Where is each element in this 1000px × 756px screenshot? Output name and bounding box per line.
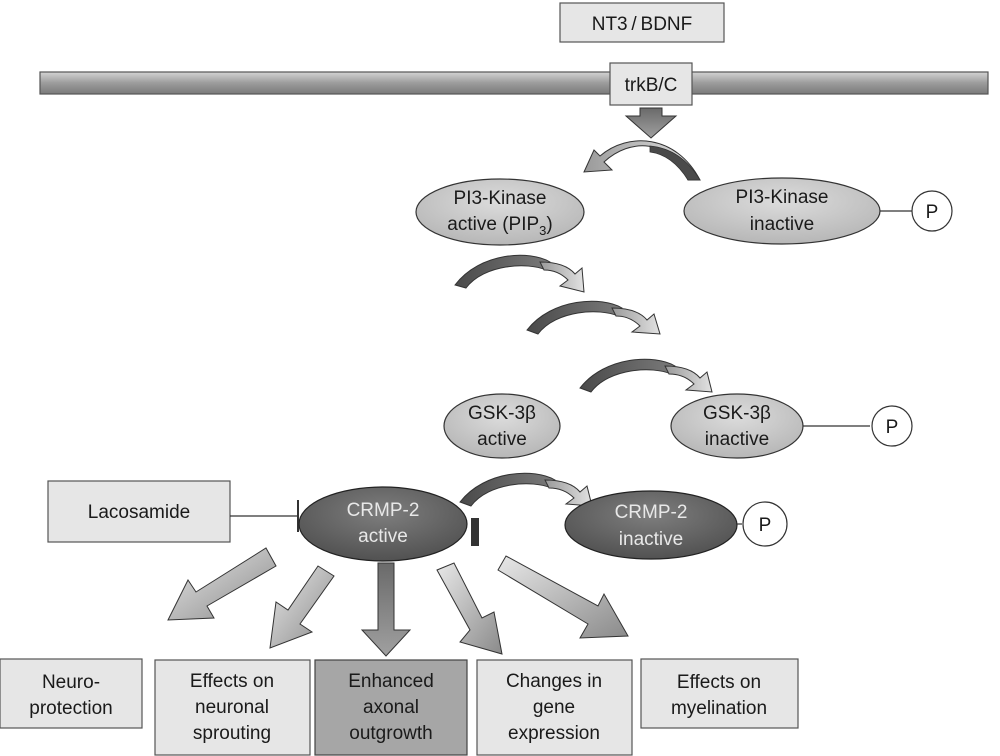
outcome-myelination: Effects on myelination: [640, 658, 799, 729]
crmp-inactivation-arc: [459, 472, 593, 507]
gsk-active-node: [443, 393, 561, 459]
outcome-myelination-line2: myelination: [671, 698, 767, 719]
pi3k-phospho-label: P: [926, 202, 939, 223]
gsk-inactive-line1: GSK-3β: [703, 403, 771, 424]
outcome-outgrowth: Enhanced axonal outgrowth: [314, 659, 468, 756]
receptor-label: trkB/C: [625, 75, 678, 96]
crmp-inactive-line1: CRMP-2: [615, 502, 688, 523]
outcome-neuroprotection-line2: protection: [29, 698, 112, 719]
cascade-arc-1: [454, 254, 585, 293]
gsk-inactive-line2: inactive: [705, 429, 769, 450]
outcome-sprouting-line1: Effects on: [190, 671, 274, 692]
pi3k-inactive-line2: inactive: [750, 214, 814, 235]
crmp-inactive-node: [564, 490, 738, 560]
crmp-phospho-label: P: [759, 515, 772, 536]
arrow-to-outgrowth: [360, 562, 412, 657]
gsk-phospho-label: P: [886, 417, 899, 438]
gsk-active-line2: active: [477, 429, 527, 450]
lacosamide-label: Lacosamide: [88, 502, 190, 523]
cell-membrane: [39, 71, 989, 95]
pi3k-activation-arc-dark: [649, 145, 701, 181]
arrow-to-neuroprotection: [167, 547, 277, 621]
cascade-arc-2: [526, 300, 661, 335]
gsk-active-line1: GSK-3β: [468, 403, 536, 424]
pi3k-inactive-line1: PI3-Kinase: [736, 187, 829, 208]
arrow-to-gene-expression: [436, 562, 503, 655]
gsk-inactivation-arc: [579, 358, 713, 393]
gsk-phospho-circle: [871, 405, 913, 447]
outcome-gene-expression-line3: expression: [508, 723, 600, 744]
pi3k-active-node: [415, 178, 585, 246]
outcome-outgrowth-line2: axonal: [363, 697, 419, 718]
outcome-sprouting-line2: neuronal: [195, 697, 269, 718]
crmp-phospho-circle: [742, 501, 788, 547]
lacosamide-box: [47, 480, 231, 543]
ligand-box: [559, 2, 725, 43]
receptor-down-arrow: [624, 107, 678, 139]
crmp-active-line1: CRMP-2: [347, 500, 420, 521]
pi3k-active-line2: active (PIP3): [447, 214, 552, 238]
pi3k-phospho-circle: [911, 190, 953, 232]
crmp-active-node: [298, 486, 468, 562]
ligand-label: NT3 / BDNF: [592, 14, 693, 35]
arrow-to-myelination: [497, 555, 629, 639]
outcome-outgrowth-line3: outgrowth: [349, 723, 432, 744]
outcome-arrows: [167, 547, 629, 657]
outcome-gene-expression: Changes in gene expression: [476, 659, 633, 756]
outcome-myelination-line1: Effects on: [677, 672, 761, 693]
outcome-gene-expression-line2: gene: [533, 697, 575, 718]
outcome-neuroprotection: Neuro- protection: [0, 658, 143, 729]
pi3k-active-line1: PI3-Kinase: [454, 188, 547, 209]
receptor-box: [609, 62, 693, 106]
outcome-sprouting: Effects on neuronal sprouting: [154, 659, 311, 756]
outcome-sprouting-line3: sprouting: [193, 723, 271, 744]
arrow-to-sprouting: [269, 565, 335, 649]
crmp-block-mark: [471, 518, 479, 546]
outcome-outgrowth-line1: Enhanced: [348, 671, 434, 692]
crmp-inactive-line2: inactive: [619, 529, 683, 550]
crmp-active-line2: active: [358, 526, 408, 547]
outcome-gene-expression-line1: Changes in: [506, 671, 602, 692]
outcome-neuroprotection-line1: Neuro-: [42, 672, 100, 693]
